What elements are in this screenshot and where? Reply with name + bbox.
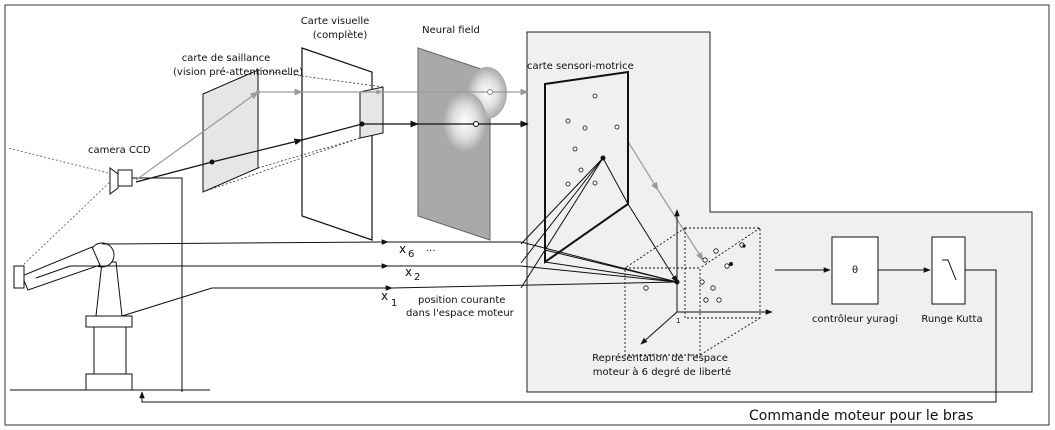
sensorimotor-neurons [565,93,620,187]
motor-command-feedback-line [139,269,997,403]
camera-field-of-view [7,147,113,269]
motor-space-label-line1: Représentation de l'espace [592,352,728,364]
x6-label: x [399,242,406,256]
x6-subscript: 6 [408,249,414,260]
visual-map-label-line1: Carte visuelle [301,16,370,27]
outer-frame [4,4,1050,426]
visual-map-label-line2: (complète) [313,29,368,41]
motor-space-filled-points [729,244,746,266]
axis-tick-label: 1 [676,317,680,325]
motor-space-cube [624,227,761,356]
saliency-label-line1: carte de saillance [182,53,270,64]
runge-kutta-box [931,236,966,305]
x6-ellipsis: ... [426,243,436,254]
controller-label: contrôleur yuragi [812,313,898,325]
motor-command-label: Commande moteur pour le bras [749,408,973,424]
robot-arm [10,242,210,391]
visual-map-window [359,86,384,139]
path-nodes [209,89,493,165]
visual-map-panel [301,47,373,241]
diagram-labels: camera CCD carte de saillance (vision pr… [88,16,983,424]
x2-subscript: 2 [414,272,420,283]
saliency-map-panel [202,69,259,193]
saliency-projection-lines [202,69,384,193]
motor-space-label-line2: moteur à 6 degré de liberté [593,366,731,378]
camera-mount [132,177,183,392]
x2-label: x [405,265,412,279]
sensorimotor-map-label: carte sensori-motrice [527,61,634,72]
x1-subscript: 1 [391,298,397,309]
saliency-label-line2: (vision pré-attentionnelle) [173,66,303,78]
neural-field-label: Neural field [422,25,480,36]
neural-field-activation-main [443,92,487,152]
runge-kutta-label: Runge Kutta [921,314,982,325]
position-label-line2: dans l'espace moteur [406,308,515,319]
ccd-camera [109,167,133,195]
runge-kutta-symbol [942,259,957,281]
x1-label: x [381,289,388,303]
position-label-line1: position courante [418,295,505,306]
theta-symbol: θ [852,265,858,276]
sensorimotor-region [526,31,1033,393]
yuragi-controller-box [831,236,879,305]
motor-space-axes [640,209,773,345]
camera-label: camera CCD [88,145,151,156]
joint-input-lines [35,239,678,317]
